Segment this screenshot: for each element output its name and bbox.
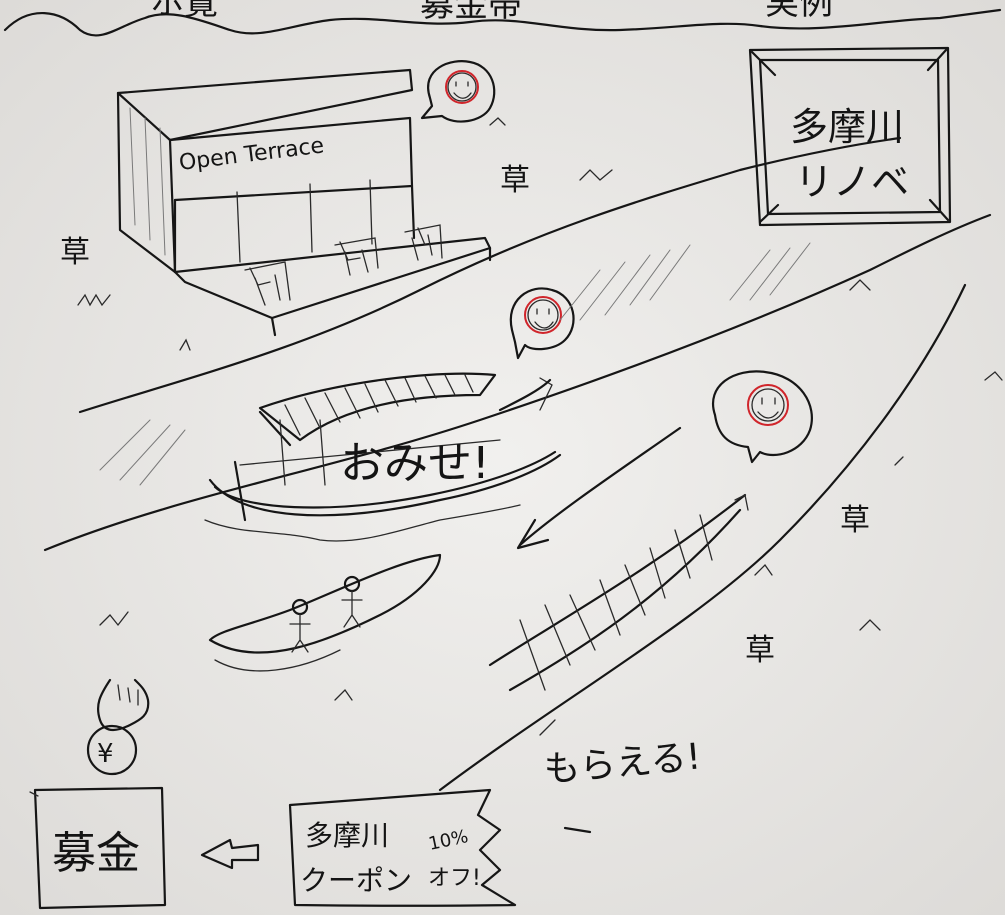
coupon-extra-2: オフ! xyxy=(428,866,481,891)
river-arrow xyxy=(498,378,682,550)
header-fragment-2: 募金帯 xyxy=(420,0,522,25)
coupon-line-1: 多摩川 xyxy=(305,819,389,852)
coupon-arrow xyxy=(200,838,260,870)
coin-symbol: ¥ xyxy=(97,739,114,769)
donation-hand: ¥ xyxy=(86,678,150,776)
grass-label-4: 草 xyxy=(745,633,775,668)
grass-label-1: 草 xyxy=(60,235,90,270)
smiley-bubble-2 xyxy=(509,287,575,360)
river-banks xyxy=(43,136,992,792)
header-strip: ホ覧 募金帯 実例 xyxy=(3,0,1002,37)
header-fragment-3: 実例 xyxy=(765,0,833,23)
grass-label-2: 草 xyxy=(500,163,530,198)
smiley-bubble-3 xyxy=(712,370,813,464)
long-boat xyxy=(488,493,749,692)
header-fragment-1: ホ覧 xyxy=(150,0,218,23)
billboard-line-1: 多摩川 xyxy=(790,105,904,149)
terrace-tables xyxy=(244,224,443,306)
smiley-bubble-1 xyxy=(420,60,496,123)
donation-box-label: 募金 xyxy=(52,828,140,879)
coupon-line-2: クーポン xyxy=(300,864,412,897)
shop-boat: おみせ! xyxy=(204,372,562,542)
grass-marks: 草 草 草 草 xyxy=(60,117,1003,701)
billboard: 多摩川 リノベ xyxy=(748,46,952,227)
billboard-line-2: リノベ xyxy=(795,160,909,204)
boat-sign: おみせ! xyxy=(340,438,490,489)
rowboat xyxy=(208,553,442,672)
coupon-ticket: 多摩川 クーポン 10% オフ! xyxy=(288,788,517,907)
donation-box: 募金 xyxy=(29,786,167,910)
grass-label-3: 草 xyxy=(840,503,870,538)
river-hatching xyxy=(99,242,811,486)
